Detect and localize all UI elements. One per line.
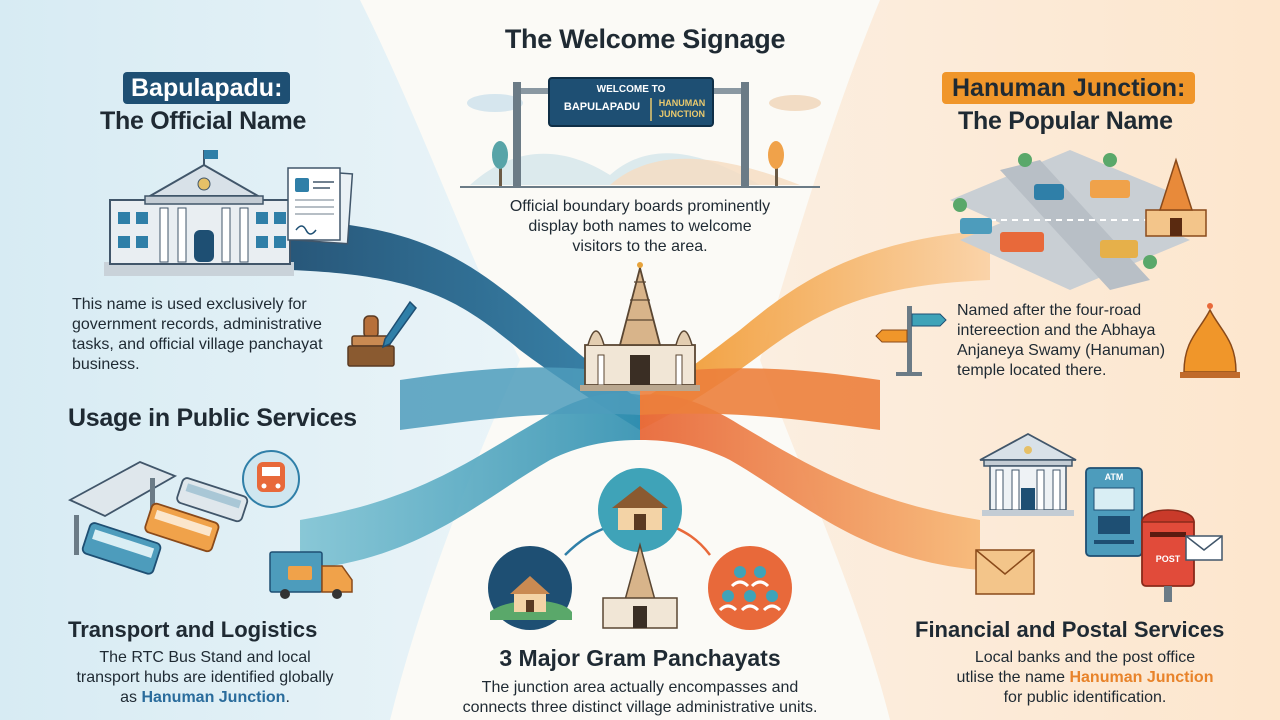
pen-icon [381,300,417,349]
transport-desc-line: The RTC Bus Stand and local [99,649,311,666]
official-tag-label: Bapulapadu: [123,72,291,104]
transport-description: The RTC Bus Stand and local transport hu… [60,648,350,708]
highlight-hanuman-junction: Hanuman Junction [1069,669,1214,686]
signage-description: Official boundary boards prominently dis… [470,197,810,257]
official-description: This name is used exclusively for govern… [72,295,362,375]
transport-desc-line: transport hubs are identified globally [76,669,334,686]
signage-desc-line: Official boundary boards prominently [509,198,771,215]
panchayat-temple-icon [602,542,678,629]
popular-title: The Popular Name [958,107,1173,135]
signage-desc-line: display both names to welcome [528,218,752,235]
intersection-icon [950,150,1190,290]
temple-icon [580,262,700,391]
signage-title: The Welcome Signage [504,24,786,54]
signboard-left: BAPULAPADU [563,101,641,113]
signboard-right-2: JUNCTION [658,109,705,119]
official-desc-line: tasks, and official village panchayat [72,336,323,353]
official-title: The Official Name [100,107,307,135]
financial-title: Financial and Postal Services [915,617,1225,642]
financial-desc-line: for public identification. [1003,689,1167,706]
official-desc-line: government records, administrative [72,316,322,333]
atm-label: ATM [1104,472,1124,482]
panchayats-title: 3 Major Gram Panchayats [499,645,781,671]
bank-icon [979,432,1077,516]
signboard-right: HANUMAN JUNCTION [654,98,710,120]
flow-ribbons [290,220,990,570]
transport-desc-line: as Hanuman Junction. [120,689,290,706]
signboard-icon [460,77,821,188]
hut-icon [598,468,682,552]
public-services-title: Usage in Public Services [68,404,357,432]
village-icon [488,546,572,630]
official-desc-line: business. [72,356,140,373]
official-desc-line: This name is used exclusively for [72,296,307,313]
stamp-icon [347,315,395,367]
signboard-line1: WELCOME TO [596,84,666,95]
government-building-icon [104,150,294,276]
popular-desc-line: Named after the four-road [957,302,1142,319]
popular-tag-label: Hanuman Junction: [942,72,1196,104]
popular-desc-line: Anjaneya Swamy (Hanuman) [957,342,1166,359]
document-icon [287,167,354,245]
financial-desc-line: utlise the name Hanuman Junction [956,669,1214,686]
financial-description: Local banks and the post office utlise t… [930,648,1240,708]
transport-title: Transport and Logistics [68,617,318,642]
popular-desc-line: temple located there. [957,362,1107,379]
popular-desc-line: intereection and the Abhaya [957,322,1156,339]
panchayats-description: The junction area actually encompasses a… [420,678,860,718]
financial-desc-line: Local banks and the post office [974,649,1196,666]
highlight-hanuman-junction: Hanuman Junction [141,689,286,706]
panchayats-desc-line: connects three distinct village administ… [462,699,818,716]
bus-stand-icon [67,461,249,575]
postbox-icon [1141,509,1195,602]
direction-post-icon [875,306,947,376]
panchayats-desc-line: The junction area actually encompasses a… [481,679,799,696]
truck-icon [269,551,353,599]
signboard-right-1: HANUMAN [658,98,706,108]
signboard-trees [492,141,784,186]
popular-description: Named after the four-road intereection a… [957,301,1187,381]
popular-tag: Hanuman Junction: [942,72,1196,104]
envelope-icon [975,535,1223,595]
post-label: POST [1155,554,1181,564]
hanuman-temple-icon [1145,157,1240,378]
people-icon [708,546,792,630]
train-icon [242,450,300,508]
signage-desc-line: visitors to the area. [572,238,708,255]
official-tag: Bapulapadu: [123,72,291,104]
atm-icon [1085,467,1143,557]
